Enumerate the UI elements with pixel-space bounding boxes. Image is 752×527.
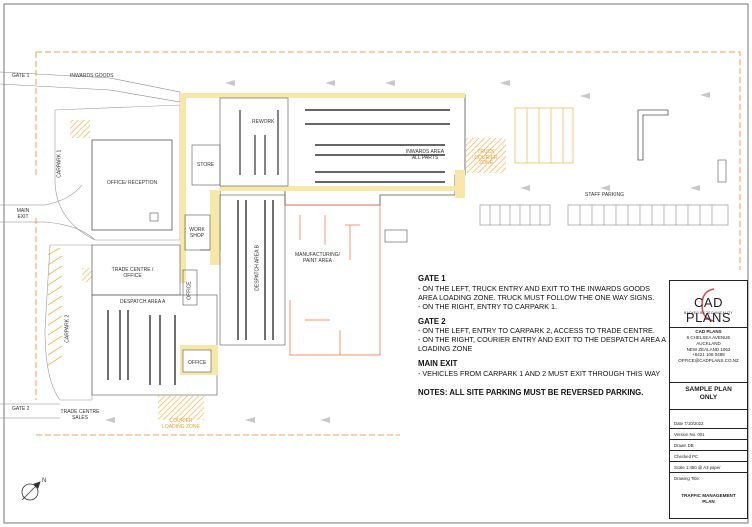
site-boundary <box>36 51 741 270</box>
main-exit-label: MAIN EXIT <box>16 208 30 220</box>
staff-parking-bays <box>479 204 729 226</box>
gate2-heading: GATE 2 <box>418 316 446 326</box>
company-logo: CAD PLANS BACKED BY TECHNICALITY <box>670 281 747 328</box>
trade-centre-sales-label: TRADE CENTRE SALES <box>60 409 100 421</box>
yellow-corridor-left <box>180 93 186 283</box>
carpark2-hatch-bays <box>47 247 63 366</box>
carpark1-label: CARPARK 1 <box>56 149 63 178</box>
address-line-2: AUCKLAND <box>696 340 721 346</box>
traffic-notes: GATE 1 - ON THE LEFT, TRUCK ENTRY AND EX… <box>418 274 668 398</box>
orange-walls <box>299 215 360 355</box>
logo-text: CAD PLANS <box>685 295 732 325</box>
yellow-corridor-top <box>180 93 465 98</box>
north-arrow <box>21 481 41 501</box>
north-label: N <box>42 478 47 484</box>
drawing-title-line-2: PLAN <box>702 498 715 504</box>
carpark2-outline <box>44 244 93 401</box>
phone: +6421 106 0488 <box>692 352 725 358</box>
office2-label: OFFICE <box>188 360 207 366</box>
address-line-1: 6 CHELSEA AVENUE <box>686 334 731 340</box>
traffic-arrows <box>105 80 710 423</box>
despatch-a-racks <box>107 310 176 385</box>
company-address: CAD PLANS 6 CHELSEA AVENUE AUCKLAND NEW … <box>670 329 747 364</box>
yellow-corridor-mid <box>220 186 460 191</box>
store-label: STORE <box>197 162 215 168</box>
manufacturing-label: MANUFACTURING/ PAINT AREA <box>295 252 340 264</box>
truck-courier-zone-label: TRUCK COURIER ZONE <box>474 149 498 166</box>
sample-line-2: ONLY <box>699 394 718 402</box>
despatch-b-racks <box>237 200 274 340</box>
staff-parking-block <box>717 159 727 183</box>
despatch-b-area <box>219 194 286 346</box>
title-block: CAD PLANS BACKED BY TECHNICALITY CAD PLA… <box>669 280 748 519</box>
main-exit-note: - VEHICLES FROM CARPARK 1 AND 2 MUST EXI… <box>418 369 661 379</box>
drawing-title: TRAFFIC MANAGEMENT PLAN <box>670 493 747 505</box>
inwards-racks <box>305 109 450 183</box>
logo-tagline: BACKED BY TECHNICALITY <box>684 311 733 315</box>
trade-centre-office-label: TRADE CENTRE / OFFICE <box>111 267 154 279</box>
hatch-carpark1 <box>70 120 90 138</box>
carpark2-label: CARPARK 2 <box>64 314 71 343</box>
address-line-3: NEW ZEALAND 1062 <box>686 346 731 352</box>
office-reception-label: OFFICE/ RECEPTION <box>106 180 158 186</box>
drawing-frame <box>3 3 749 524</box>
staff-parking-L <box>637 109 669 161</box>
drawing-title-label: Drawing Title: <box>674 476 701 481</box>
office2 <box>182 349 212 373</box>
gate2-note-1: - ON THE LEFT, ENTRY TO CARPARK 2, ACCES… <box>418 326 655 336</box>
work-shop <box>184 214 211 251</box>
main-exit-road <box>0 184 83 206</box>
yellow-corridor-work <box>210 190 220 265</box>
rework-label: REWORK <box>252 119 275 125</box>
carpark1-outline <box>54 104 181 241</box>
office-small <box>182 269 198 306</box>
gate2-note-2: - ON THE RIGHT, COURIER ENTRY AND EXIT T… <box>418 335 666 354</box>
inwards-goods-label: INWARDS GOODS <box>70 73 114 79</box>
hatch-carpark2 <box>82 268 92 282</box>
sample-plan-stamp: SAMPLE PLAN ONLY <box>670 382 747 410</box>
main-exit-heading: MAIN EXIT <box>418 359 458 369</box>
gate2-label: GATE 2 <box>12 406 30 412</box>
version-row: Version No. 001 <box>670 429 747 440</box>
scale-row: Scale 1:450 @ A3 paper <box>670 462 747 473</box>
despatch-b-label: DESPATCH AREA B <box>254 245 261 291</box>
truck-courier-zone <box>466 138 506 173</box>
gate1-note-1: - ON THE LEFT, TRUCK ENTRY AND EXIT TO T… <box>418 283 655 302</box>
courier-loading-zone-label: COURIER LOADING ZONE <box>162 418 200 430</box>
drawn-row: Drawn DB <box>670 440 747 451</box>
despatch-a-label: DESPATCH AREA A <box>120 299 166 305</box>
gate1-heading: GATE 1 <box>418 274 446 283</box>
drawing-title-line-1: TRAFFIC MANAGEMENT <box>681 493 736 498</box>
manufacturing-area <box>285 204 381 356</box>
yellow-corridor-right <box>455 170 465 198</box>
rework-racks <box>239 110 279 175</box>
logo-mark-icon <box>701 288 715 322</box>
rework-room <box>219 97 289 187</box>
inwards-area-label: INWARDS AREA ALL PARTS <box>405 149 445 161</box>
main-exit-road2 <box>0 221 96 241</box>
work-shop-label: WORK SHOP <box>189 227 205 239</box>
sample-line-1: SAMPLE PLAN <box>685 386 732 393</box>
gate1-note-2: - ON THE RIGHT, ENTRY TO CARPARK 1. <box>418 301 557 311</box>
checked-row: Checked PC <box>670 451 747 462</box>
courier-loading-zone <box>158 395 204 420</box>
parking-note: NOTES: ALL SITE PARKING MUST BE REVERSED… <box>418 388 644 398</box>
office-small-label: OFFICE <box>186 281 193 300</box>
yellow-bays <box>514 107 574 164</box>
date-row: Date 7/10/2022 <box>670 418 747 429</box>
firm-name: CAD PLANS <box>695 329 722 334</box>
gate1-label: GATE 1 <box>12 73 30 79</box>
staff-parking-label: STAFF PARKING <box>585 192 624 198</box>
office-reception-building <box>91 139 173 231</box>
email: OFFICE@CADPLANS.CO.NZ <box>678 358 739 364</box>
